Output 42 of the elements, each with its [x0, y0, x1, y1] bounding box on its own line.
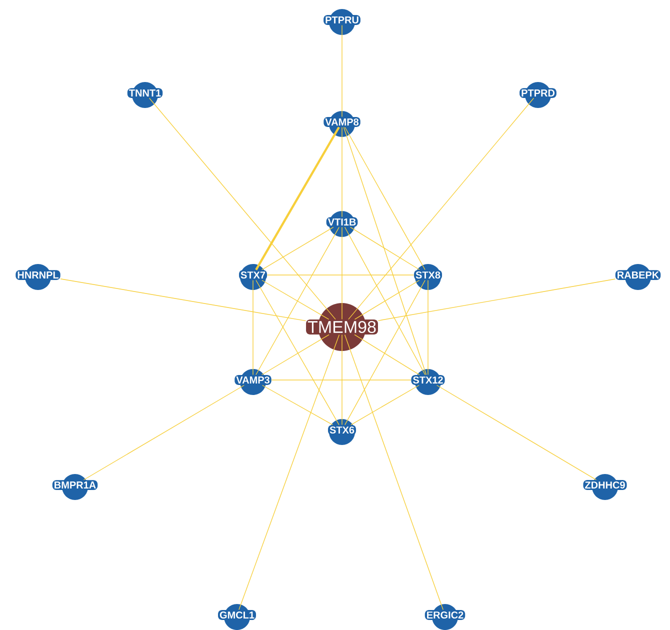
interaction-line	[148, 98, 336, 320]
interaction-line	[436, 384, 597, 480]
protein-node: PTPRU	[324, 9, 360, 35]
interaction-line	[262, 384, 334, 426]
interaction-line	[350, 384, 420, 426]
interaction-line	[378, 278, 616, 322]
protein-node: RABEPK	[615, 264, 661, 290]
interaction-line	[348, 98, 534, 320]
protein-node: PTPRD	[520, 82, 556, 108]
protein-node: STX6	[328, 419, 356, 445]
interaction-line	[350, 226, 420, 270]
protein-node: ZDHHC9	[583, 474, 627, 500]
protein-node: VAMP3	[234, 369, 272, 395]
interaction-line	[262, 280, 330, 320]
interaction-line	[344, 334, 444, 610]
protein-node: TNNT1	[127, 82, 163, 108]
protein-node: STX7	[239, 264, 267, 290]
interaction-line	[83, 384, 244, 480]
interaction-line	[261, 226, 334, 270]
interaction-line	[252, 280, 254, 376]
interaction-line	[354, 280, 420, 320]
interaction-line	[238, 334, 340, 610]
interaction-line	[255, 126, 340, 270]
interaction-line	[256, 280, 340, 426]
protein-node: STX8	[414, 264, 442, 290]
protein-node: GMCL1	[218, 604, 256, 630]
protein-node: STX12	[411, 369, 445, 395]
protein-node: VTI1B	[326, 211, 358, 237]
interaction-line	[261, 334, 330, 376]
interaction-line	[343, 126, 427, 376]
interaction-line	[354, 334, 420, 376]
interaction-line	[60, 278, 306, 322]
protein-node: VAMP8	[324, 111, 360, 137]
interaction-line	[344, 280, 426, 426]
interaction-line	[344, 126, 426, 270]
hub-protein-node: TMEM98	[306, 303, 378, 351]
protein-node: HNRNPL	[16, 264, 60, 290]
interaction-line	[266, 274, 414, 276]
protein-node: ERGIC2	[424, 604, 466, 630]
interaction-line	[256, 226, 340, 376]
interaction-line	[344, 226, 426, 376]
protein-node: BMPR1A	[52, 474, 98, 500]
